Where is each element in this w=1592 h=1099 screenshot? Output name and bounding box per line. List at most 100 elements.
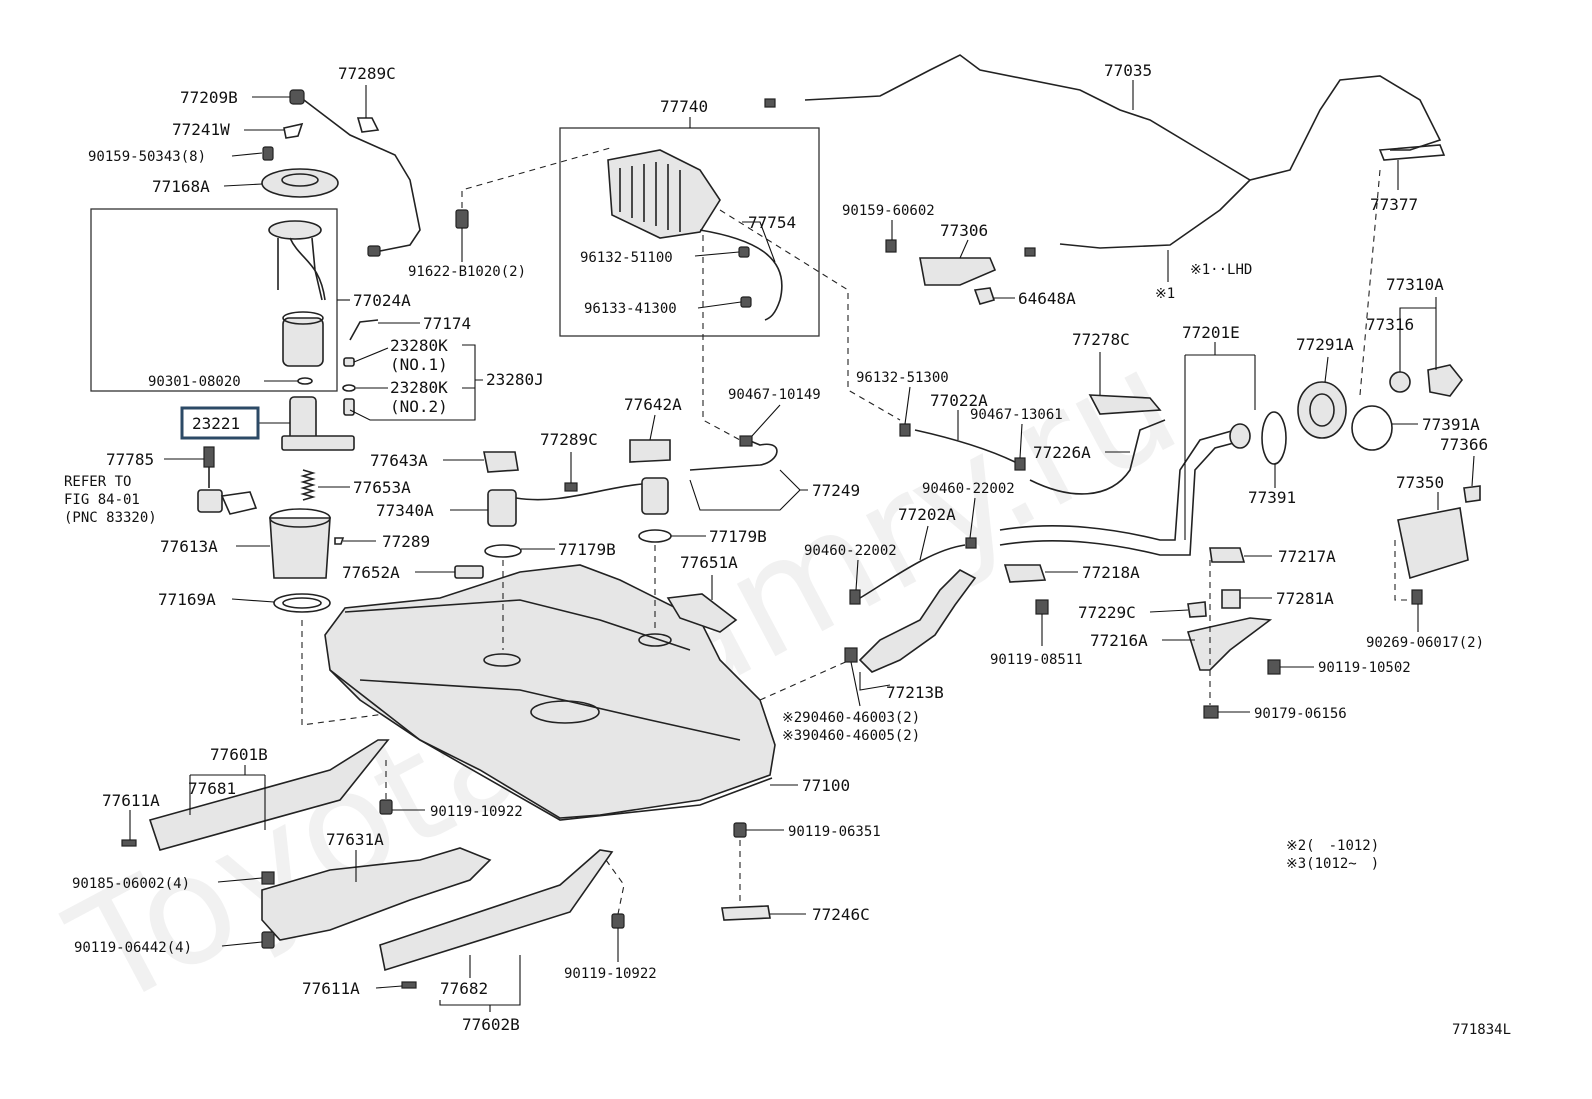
lead-77291a xyxy=(1324,356,1329,383)
label-90467-10149: 90467-10149 xyxy=(728,387,821,403)
vent-valve-77340a-right xyxy=(641,477,669,515)
label-77246c: 77246C xyxy=(812,905,870,924)
label-77035: 77035 xyxy=(1104,61,1152,80)
filler-group xyxy=(739,54,1481,719)
label-90460-46003: ※290460-46003(2) xyxy=(782,710,920,726)
pump-body xyxy=(282,317,324,367)
leader-lines xyxy=(129,80,1475,1012)
band-77602b xyxy=(379,849,614,972)
pump-plate-77168a-inner xyxy=(281,173,319,187)
note-2: ※2( -1012) xyxy=(1286,838,1379,854)
bracket-77278c xyxy=(1088,394,1162,415)
gasket-77391a xyxy=(1351,405,1393,451)
label-77643a: 77643A xyxy=(370,451,428,470)
label-90119-06442: 90119-06442(4) xyxy=(74,940,192,956)
lead-77366 xyxy=(1471,455,1475,487)
pump-tube xyxy=(289,237,326,301)
label-77653a: 77653A xyxy=(353,478,411,497)
fuel-gauge-sender xyxy=(343,398,355,416)
label-77631a: 77631A xyxy=(326,830,384,849)
label-no2: (NO.2) xyxy=(390,397,448,416)
lever-77306 xyxy=(919,257,997,286)
lead-77201e xyxy=(1184,342,1256,540)
pad-77651a xyxy=(666,593,738,633)
label-77249: 77249 xyxy=(812,481,860,500)
screw-90159-60602 xyxy=(885,239,897,253)
dash-tank-to-filler xyxy=(759,659,851,701)
lead-90159-50343 xyxy=(231,152,263,157)
lead-90119-06442 xyxy=(221,941,263,947)
lead-77213b xyxy=(859,672,891,691)
lead-77306 xyxy=(959,239,969,259)
gasket-77169a xyxy=(273,593,331,613)
label-77785: 77785 xyxy=(106,450,154,469)
label-77642a: 77642A xyxy=(624,395,682,414)
cable-77035 xyxy=(804,54,1442,181)
label-91622-b1020: 91622-B1020(2) xyxy=(408,264,526,280)
label-77174: 77174 xyxy=(423,314,471,333)
label-77391a: 77391A xyxy=(1422,415,1480,434)
clamp-90460-22002-b xyxy=(849,589,861,605)
label-77316: 77316 xyxy=(1366,315,1414,334)
cushion-77611a-top xyxy=(121,839,137,847)
label-23221[interactable]: 23221 xyxy=(192,414,240,433)
fuel-tank-group xyxy=(121,439,851,989)
label-96132-51300: 96132-51300 xyxy=(856,370,949,386)
label-77226a: 77226A xyxy=(1033,443,1091,462)
bracket-77218a xyxy=(1003,564,1047,583)
lead-77168a xyxy=(223,183,263,187)
bolt-90269-06017 xyxy=(1411,589,1423,605)
lead-90460-22002-b xyxy=(855,559,859,591)
cushion-77611a-bot xyxy=(401,981,417,989)
label-77213b: 77213B xyxy=(886,683,944,702)
tank-bottom-flange xyxy=(329,669,773,821)
pump-bracket-77613a xyxy=(269,517,331,579)
label-77306: 77306 xyxy=(940,221,988,240)
lead-77754 xyxy=(742,221,776,263)
label-77289: 77289 xyxy=(382,532,430,551)
label-77350: 77350 xyxy=(1396,473,1444,492)
clamp-77281a xyxy=(1221,589,1241,609)
label-90119-06351: 90119-06351 xyxy=(788,824,881,840)
bolt-90119-06351 xyxy=(733,822,747,838)
label-90119-10502: 90119-10502 xyxy=(1318,660,1411,676)
label-77278c: 77278C xyxy=(1072,330,1130,349)
bolt-90119-08511 xyxy=(1035,599,1049,615)
fuel-line-connector xyxy=(289,89,305,105)
dash-canister-to-tube xyxy=(702,235,741,441)
label-23280k-2: 23280K xyxy=(390,378,448,397)
figure-code: 771834L xyxy=(1452,1022,1511,1038)
clamp-90467-13061 xyxy=(1014,457,1026,471)
lead-90467-13061 xyxy=(1019,423,1023,459)
label-lhd: ※1··LHD xyxy=(1190,262,1252,278)
hose-77174 xyxy=(349,319,379,341)
label-77216a: 77216A xyxy=(1090,631,1148,650)
label-23280j: 23280J xyxy=(486,370,544,389)
cable-77035-lhd xyxy=(1059,179,1251,249)
lead-23280k-1 xyxy=(353,347,389,363)
cap-77310a xyxy=(1427,364,1464,397)
label-96132-51100: 96132-51100 xyxy=(580,250,673,266)
fuel-line-77209b xyxy=(299,96,421,253)
label-77022a: 77022A xyxy=(930,391,988,410)
lead-90460-22002-a xyxy=(969,497,976,539)
ring-90301-08020 xyxy=(297,377,313,385)
label-77202a: 77202A xyxy=(898,505,956,524)
label-no1: (NO.1) xyxy=(390,355,448,374)
lead-90467-10149 xyxy=(751,404,781,437)
clamp-90460-46003 xyxy=(844,647,858,663)
label-77310a: 77310A xyxy=(1386,275,1444,294)
label-77100: 77100 xyxy=(802,776,850,795)
label-77179b-r: 77179B xyxy=(709,527,767,546)
retainer-77241w xyxy=(283,122,304,139)
label-77291a: 77291A xyxy=(1296,335,1354,354)
screw-90159-50343 xyxy=(262,146,274,161)
cable-end-left xyxy=(764,98,776,108)
cap-77316 xyxy=(1389,371,1411,393)
label-77209b: 77209B xyxy=(180,88,238,107)
clip-77229c xyxy=(1187,601,1207,618)
pump-plate-77168a xyxy=(261,168,339,198)
label-77218a: 77218A xyxy=(1082,563,1140,582)
lead-96133-41300 xyxy=(697,301,742,309)
label-refer-to: REFER TO xyxy=(64,474,131,490)
